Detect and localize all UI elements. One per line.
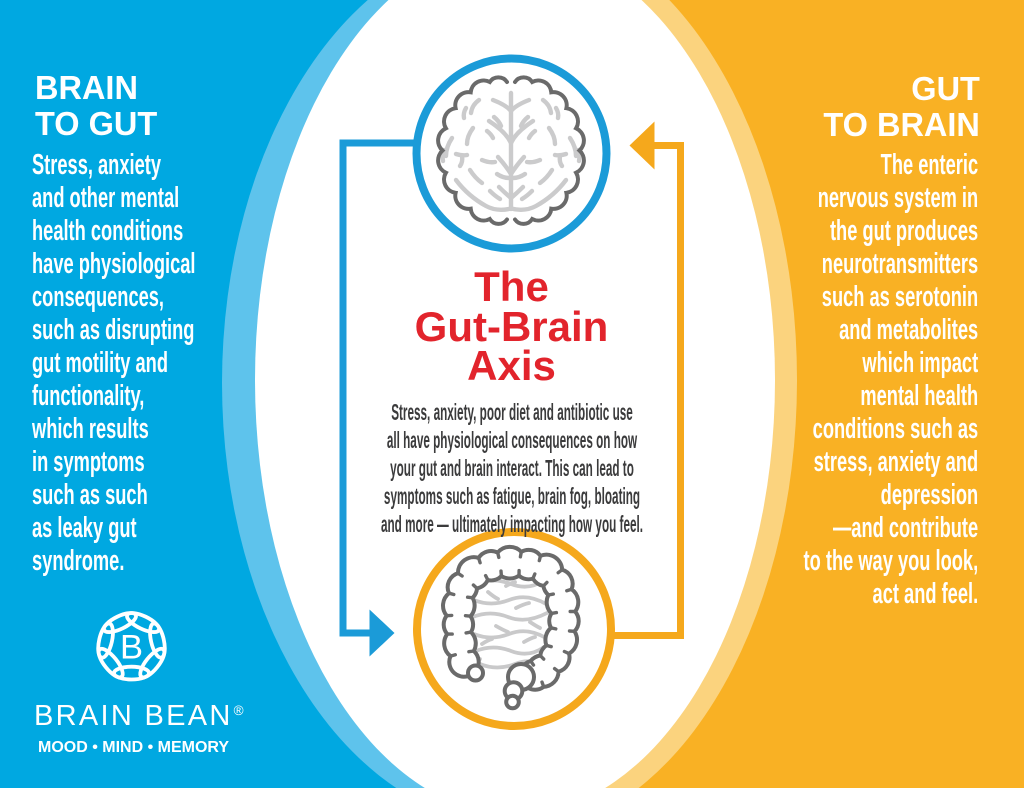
svg-text:B: B — [120, 629, 143, 667]
